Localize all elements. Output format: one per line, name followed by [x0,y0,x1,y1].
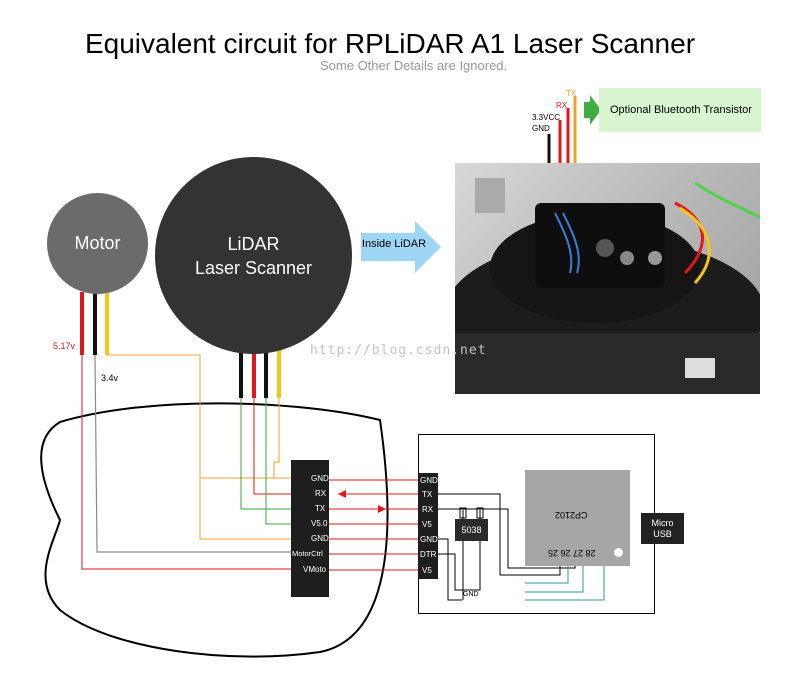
lidar-internal-photo [455,163,760,394]
motor-thin-red [81,355,292,570]
bt-label-rx: RX [556,101,568,110]
motor-thin-gray [94,354,292,553]
left-pin-gnd2: GND [311,534,329,543]
arrow-rx [338,490,346,498]
cp2102-chip [525,470,630,566]
motor: Motor [47,193,148,294]
page-subtitle: Some Other Details are Ignored. [320,58,508,73]
page-title: Equivalent circuit for RPLiDAR A1 Laser … [84,28,696,59]
lidar-thin-green [240,398,292,510]
gnd-orange-loop [199,478,292,540]
arrow-tx [378,505,386,513]
adapter-connector [418,473,438,579]
chip-gnd-label: GND [463,591,479,598]
left-pin-tx: TX [315,504,326,513]
lidar-scanner: LiDAR Laser Scanner [155,157,352,354]
bluetooth-box: Optional Bluetooth Transistor [599,88,761,132]
inside-arrow-icon [361,221,441,273]
board-wire-teal3 [525,557,605,601]
watermark: http://blog.csdn.net [310,343,487,358]
board-wire-gnd [438,538,462,601]
green-arrow-icon [584,95,601,125]
base-outline [40,402,389,658]
cp2102-pins: 28 27 26 25 [548,548,596,558]
lidar-thin-dark [265,398,292,525]
right-pin-rx: RX [422,505,434,514]
board-wire-dtr [438,541,481,591]
lidar-label-1: LiDAR [227,233,280,254]
right-pin-dtr: DTR [420,550,437,559]
motor-voltage-red: 5.17v [53,341,76,351]
motor-voltage-gray: 3.4v [101,373,119,383]
chip-5038: 5038 [455,519,488,541]
bt-label-tx: TX [566,89,577,98]
lidar-label-2: Laser Scanner [194,257,313,278]
right-pin-tx: TX [422,490,433,499]
usb-label-1: Micro [651,517,674,528]
board-wire-teal2 [525,557,584,593]
pin1-dot [614,548,623,557]
right-pin-v5b: V5 [422,566,432,575]
lidar-thin-red [253,398,292,495]
left-pin-vmoto: VMoto [303,565,327,574]
bt-label-3v3: 3.3VCC [532,113,561,122]
chip-lead-cap-l [459,507,467,519]
left-pin-motorctrl: MotorCtrl [292,549,323,558]
left-pin-v5: V5.0 [311,519,328,528]
inside-arrow-label: Inside LiDAR [361,238,427,250]
board-wire-tx [438,493,561,576]
chip-lead-cap-r [476,507,484,519]
right-pin-gnd2: GND [420,535,438,544]
motor-thin-orange [107,354,292,479]
right-pin-v5: V5 [422,520,432,529]
usb-label-2: USB [653,528,672,539]
right-pin-gnd: GND [420,476,438,485]
cp2102-label: CP2102 [555,510,588,520]
left-pin-rx: RX [315,489,327,498]
micro-usb: Micro USB [641,513,684,544]
lidar-thin-orange [273,398,292,479]
bt-label-gnd: GND [532,124,550,133]
lidar-connector [291,460,329,597]
left-pin-gnd: GND [311,474,329,483]
